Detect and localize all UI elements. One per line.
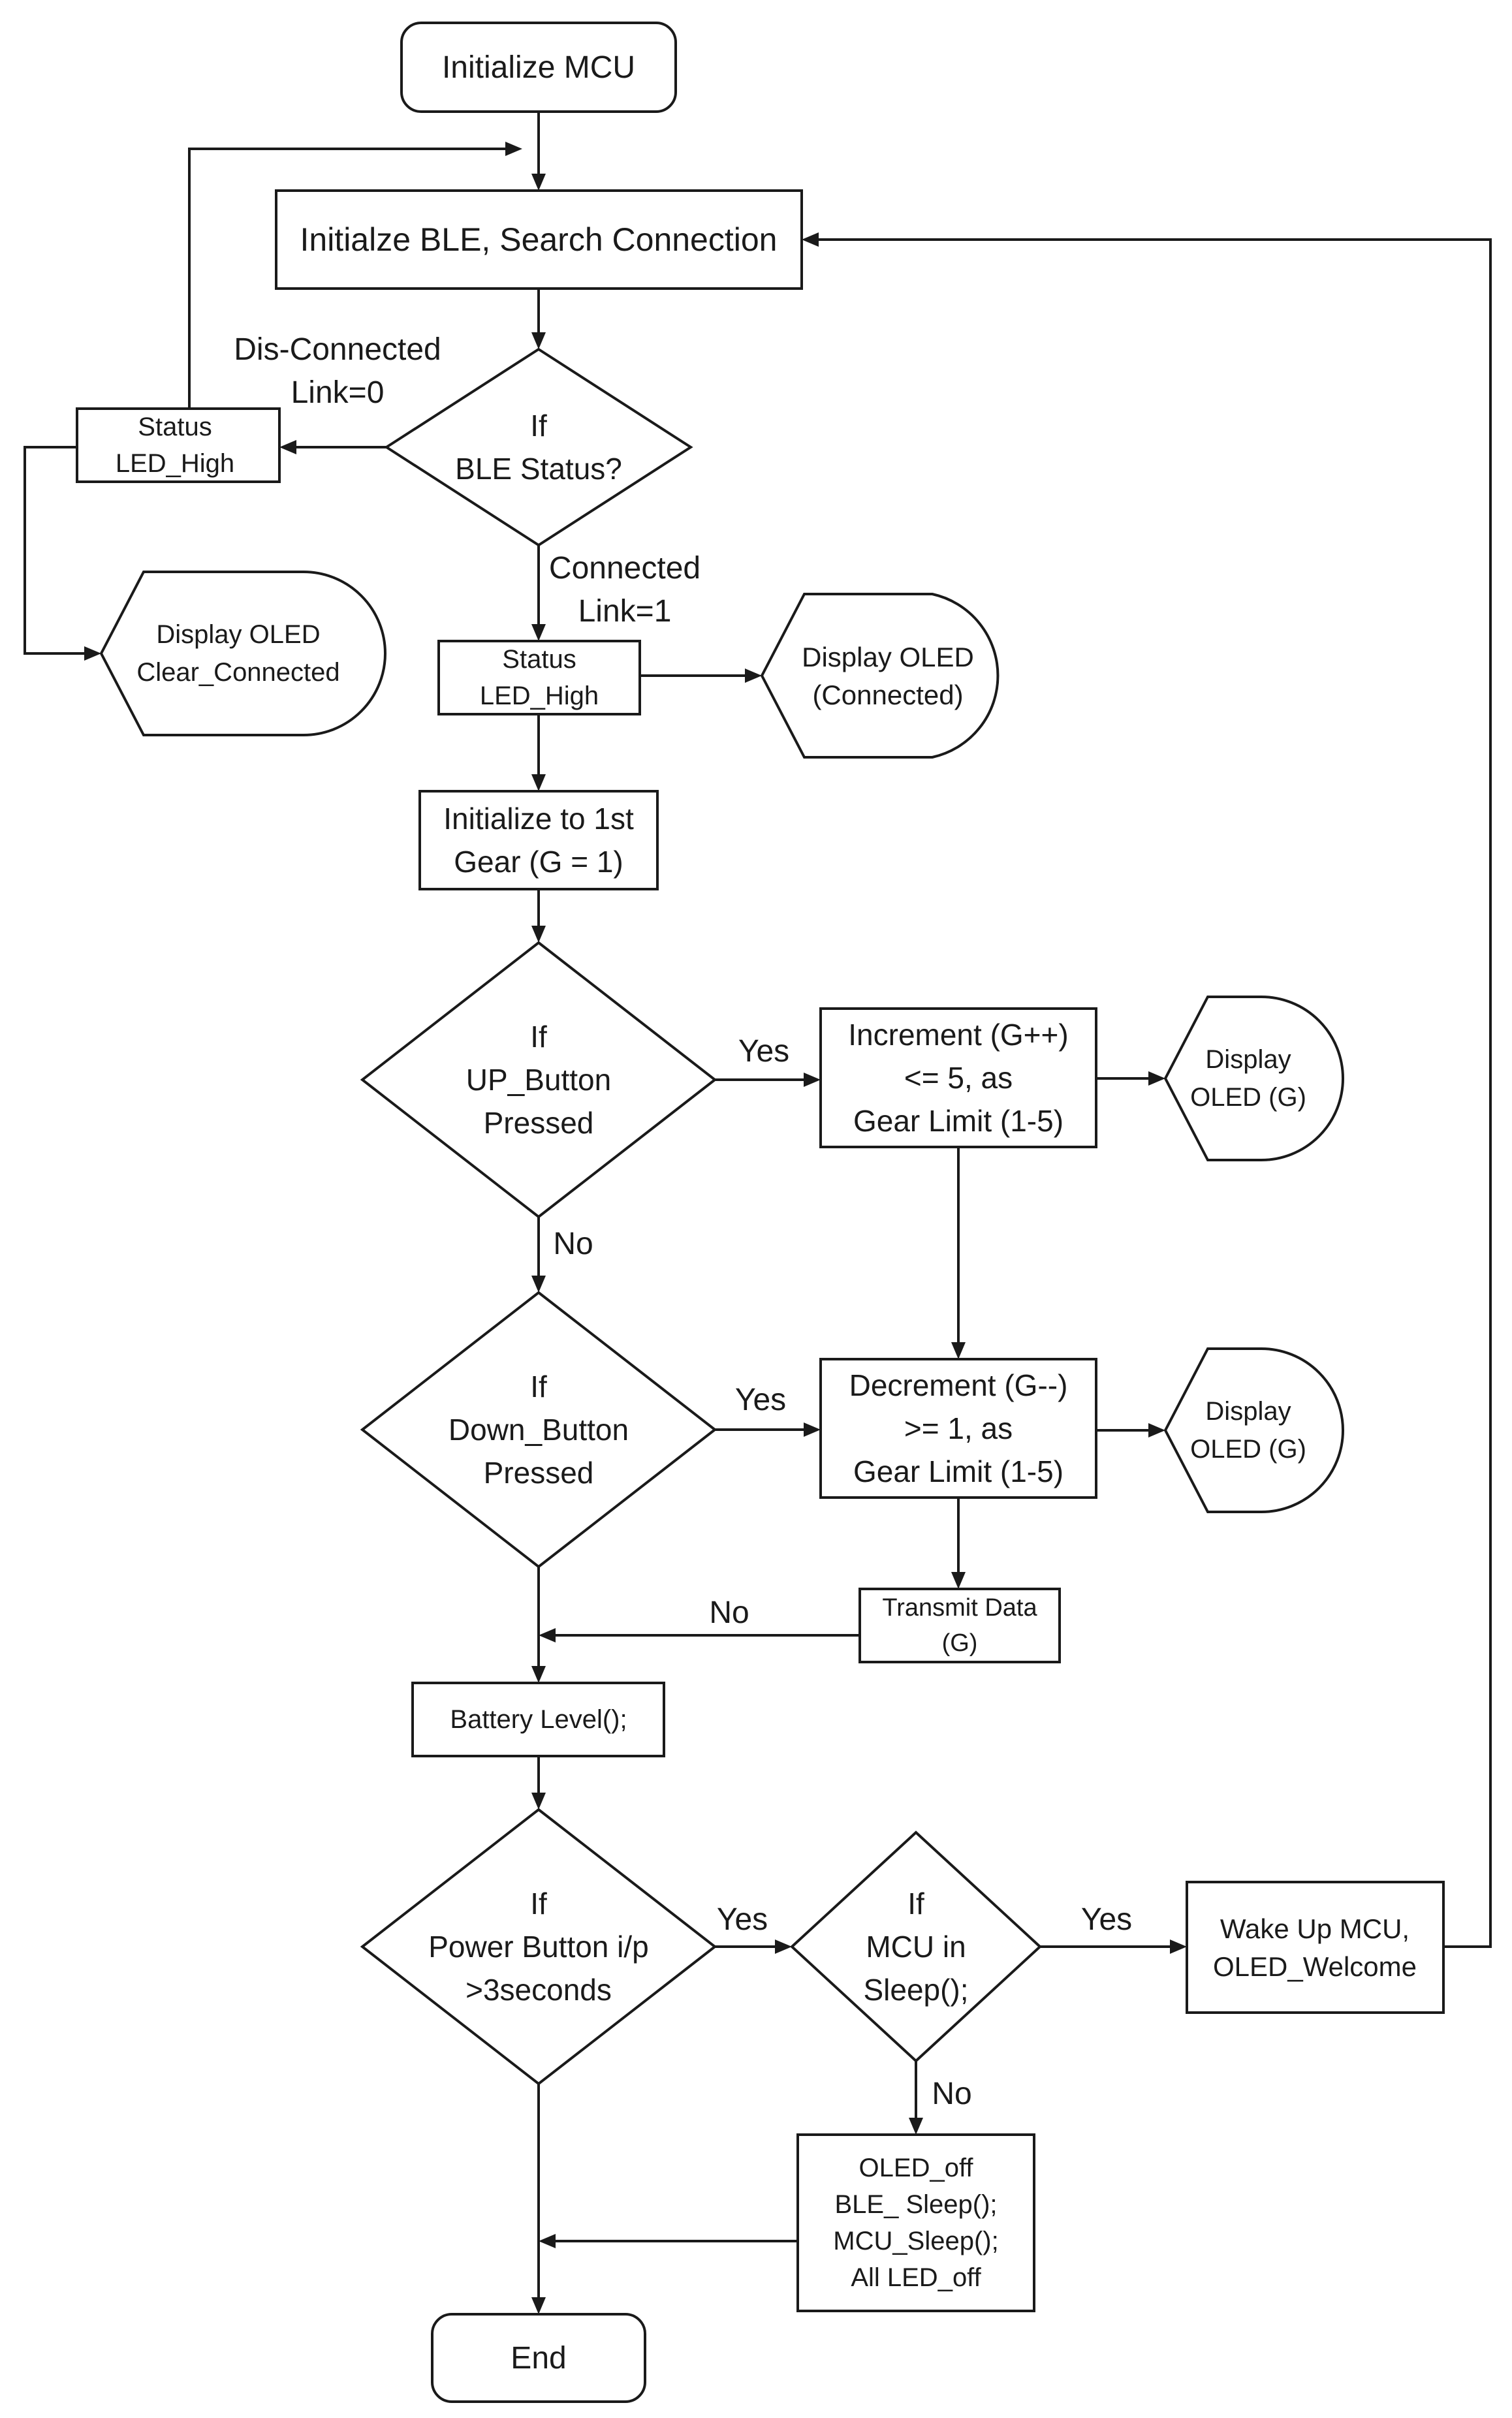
edge-loop-disc-to-ble xyxy=(188,148,509,409)
edge-transmit-to-main-arrowhead xyxy=(539,1628,556,1642)
down-button-decision[interactable] xyxy=(360,1291,717,1569)
edge-down-no-to-battery-arrowhead xyxy=(531,1666,546,1683)
edge-sleep-yes-to-wake-arrowhead xyxy=(1170,1939,1187,1954)
connectors xyxy=(24,112,1492,2314)
edge-decrement-to-display-arrowhead xyxy=(1148,1423,1165,1437)
edge-increment-to-display-arrowhead xyxy=(1148,1071,1165,1086)
display-connected-text: Display OLED(Connected) xyxy=(802,642,974,710)
mcu-sleep-decision[interactable] xyxy=(790,1830,1042,2063)
edge-sleep-no-to-actions-arrowhead xyxy=(909,2118,923,2135)
sleep-actions-process[interactable] xyxy=(796,2133,1035,2312)
status-led-disconnected-process[interactable] xyxy=(76,407,281,483)
edge-led-conn-to-gear-arrowhead xyxy=(531,774,546,791)
display-gear-1-display[interactable] xyxy=(1163,996,1344,1161)
edge-up-yes-to-increment-arrowhead xyxy=(804,1073,821,1087)
edge-led-disc-to-display-arrowhead xyxy=(84,646,101,661)
edge-start-to-ble-arrowhead xyxy=(531,174,546,191)
edge-label-yes-up: Yes xyxy=(738,1034,789,1069)
battery-level-process[interactable] xyxy=(411,1682,665,1757)
display-clear-connected-display[interactable] xyxy=(99,571,386,736)
edge-wake-loop-to-ble-arrowhead xyxy=(802,232,819,247)
edge-led-conn-to-display-arrowhead xyxy=(745,668,762,683)
edge-down-yes-to-decrement-arrowhead xyxy=(804,1422,821,1437)
end-terminal[interactable] xyxy=(431,2313,646,2403)
edge-decrement-to-transmit-arrowhead xyxy=(951,1572,966,1589)
edge-status-to-led-conn-arrowhead xyxy=(531,624,546,641)
init-ble-text: Initialze BLE, Search Connection xyxy=(300,221,778,258)
edge-up-no-to-down-arrowhead xyxy=(531,1276,546,1293)
edge-label-yes-power: Yes xyxy=(717,1902,768,1937)
init-gear-process[interactable] xyxy=(418,790,659,890)
status-led-connected-process[interactable] xyxy=(437,640,641,715)
decrement-process[interactable] xyxy=(819,1358,1097,1499)
edge-status-to-led-disc-arrowhead xyxy=(279,440,296,454)
edge-loop-disc-to-ble-arrowhead xyxy=(505,142,522,156)
edge-increment-to-decrement-arrowhead xyxy=(951,1342,966,1359)
edge-label-yes-down: Yes xyxy=(735,1383,786,1417)
edge-power-to-end-arrowhead xyxy=(531,2297,546,2314)
end-text: End xyxy=(511,2341,566,2376)
edge-label-no-up: No xyxy=(553,1227,593,1261)
edge-led-disc-to-display xyxy=(24,446,88,655)
up-button-decision[interactable] xyxy=(360,941,717,1219)
display-gear-2-display[interactable] xyxy=(1163,1347,1344,1513)
wake-up-process[interactable] xyxy=(1186,1881,1445,2014)
edge-ble-to-status-arrowhead xyxy=(531,332,546,349)
transmit-data-text: Transmit Data(G) xyxy=(882,1594,1037,1657)
edge-label-yes-sleep: Yes xyxy=(1081,1902,1132,1937)
edge-power-yes-to-sleep-arrowhead xyxy=(775,1939,792,1954)
ble-status-decision[interactable] xyxy=(384,347,693,547)
edge-actions-to-main-arrowhead xyxy=(539,2234,556,2248)
transmit-data-process[interactable] xyxy=(858,1588,1061,1663)
battery-level-text: Battery Level(); xyxy=(450,1705,627,1734)
init-mcu-text: Initialize MCU xyxy=(442,50,635,85)
edge-label-no-transmit: No xyxy=(709,1595,749,1630)
edge-label-no-sleep: No xyxy=(932,2077,971,2111)
edge-gear-to-up-arrowhead xyxy=(531,926,546,943)
start-terminal[interactable] xyxy=(400,22,677,113)
edge-battery-to-power-arrowhead xyxy=(531,1793,546,1810)
display-connected-display[interactable] xyxy=(760,593,1000,759)
increment-process[interactable] xyxy=(819,1007,1097,1148)
wake-up-text: Wake Up MCU,OLED_Welcome xyxy=(1213,1913,1417,1982)
edge-wake-loop-to-ble xyxy=(815,238,1492,1948)
init-ble-process[interactable] xyxy=(275,189,803,290)
power-button-decision[interactable] xyxy=(360,1808,717,2086)
